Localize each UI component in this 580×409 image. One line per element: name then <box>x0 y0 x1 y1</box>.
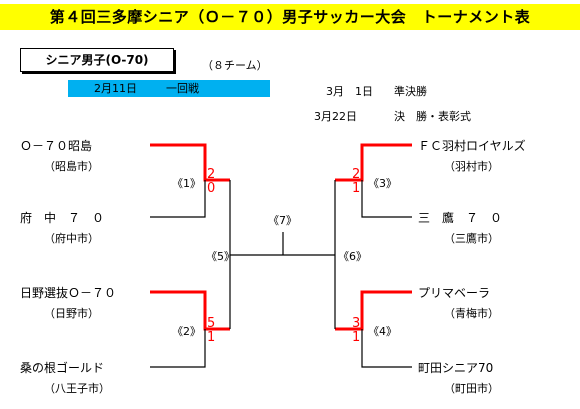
team-right-2-city: （三鷹市） <box>444 232 499 245</box>
loser-path-m1 <box>150 180 206 218</box>
team-right-4-name: 町田シニア70 <box>418 361 494 375</box>
bracket-match-1 <box>150 143 230 218</box>
match-label-7: 《7》 <box>268 214 297 227</box>
bracket-match-3 <box>335 143 412 218</box>
team-left-1-city: （昭島市） <box>44 160 99 173</box>
match-label-1: 《1》 <box>172 177 201 190</box>
team-right-1-city: （羽村市） <box>444 160 499 173</box>
team-right-4-city: （町田市） <box>444 382 499 395</box>
winner-path-m3 <box>335 143 412 182</box>
loser-path-m2 <box>150 329 206 368</box>
team-left-2-city: （府中市） <box>44 232 99 245</box>
score-m1-top: 2 <box>207 167 216 182</box>
score-m1-bottom: 0 <box>207 181 216 196</box>
winner-path-m2 <box>150 290 230 331</box>
semi-date: 3月 1日 <box>326 85 373 98</box>
page-title: 第４回三多摩シニア（Ｏ－７０）男子サッカー大会 トーナメント表 <box>0 4 580 30</box>
bracket-match-7 <box>230 232 335 256</box>
team-left-1-name: Ｏ－７０昭島 <box>20 139 93 153</box>
match-label-5: 《5》 <box>206 250 235 263</box>
score-m2-top: 5 <box>207 316 216 331</box>
team-right-3-city: （青梅市） <box>444 307 499 320</box>
round1-date: 2月11日 <box>94 82 137 95</box>
match-label-6: 《6》 <box>338 250 367 263</box>
semi-name: 準決勝 <box>394 85 427 98</box>
team-left-4-city: （八王子市） <box>44 382 110 395</box>
score-m2-bottom: 1 <box>207 330 216 345</box>
score-m4-bottom: 1 <box>352 330 361 345</box>
loser-path-m4 <box>361 329 412 368</box>
teams-count: （８チーム） <box>202 59 268 72</box>
team-right-3-name: プリマベーラ <box>418 286 491 300</box>
team-right-1-name: ＦＣ羽村ロイヤルズ <box>418 139 526 153</box>
bracket-match-2 <box>150 290 230 368</box>
team-right-2-name: 三 鷹 ７ ０ <box>418 211 503 225</box>
score-m4-top: 3 <box>352 316 361 331</box>
winner-path-m4 <box>335 290 412 331</box>
division-label: シニア男子(O-70) <box>20 48 174 72</box>
match-label-2: 《2》 <box>172 325 201 338</box>
team-left-2-name: 府 中 ７ ０ <box>20 211 105 225</box>
score-m3-top: 2 <box>352 167 361 182</box>
match-label-4: 《4》 <box>368 325 397 338</box>
round1-schedule-bar: 2月11日 一回戦 <box>68 80 270 97</box>
final-date: 3月22日 <box>314 110 357 123</box>
team-left-3-city: （日野市） <box>44 307 99 320</box>
score-m3-bottom: 1 <box>352 181 361 196</box>
team-left-4-name: 桑の根ゴールド <box>20 361 105 375</box>
round1-name: 一回戦 <box>166 82 199 95</box>
winner-path-m1 <box>150 143 230 182</box>
bracket-match-4 <box>335 290 412 368</box>
loser-path-m3 <box>361 180 412 218</box>
team-left-3-name: 日野選抜Ｏ－７０ <box>20 286 117 300</box>
match-label-3: 《3》 <box>368 177 397 190</box>
final-name: 決 勝・表彰式 <box>394 110 471 123</box>
